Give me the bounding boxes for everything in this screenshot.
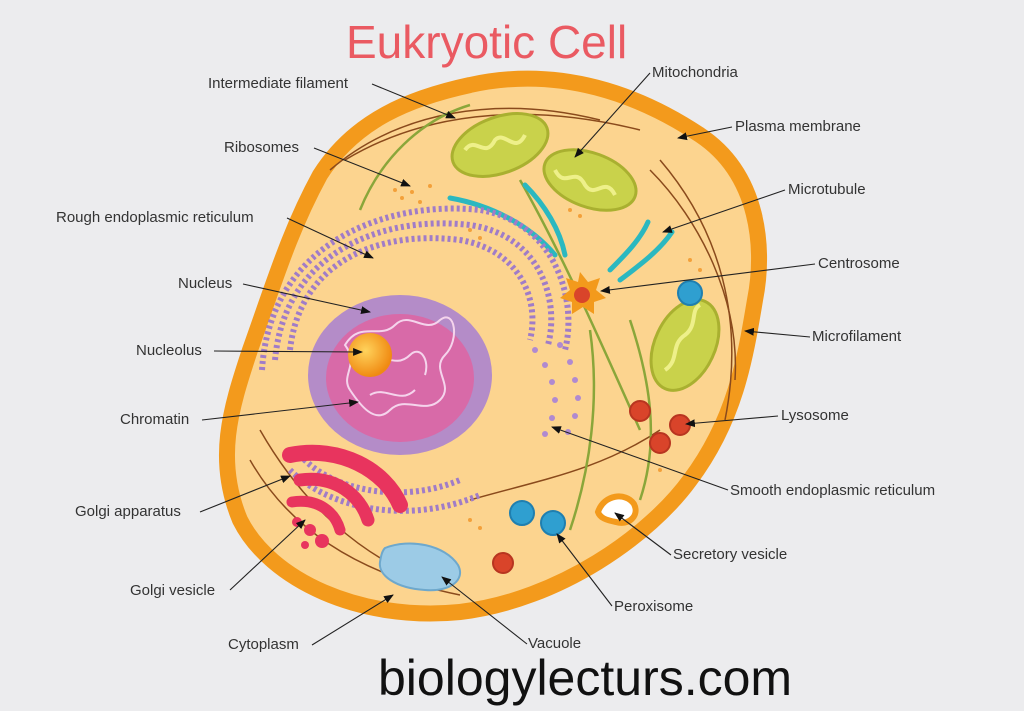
- label-plasma-membrane: Plasma membrane: [735, 118, 861, 135]
- label-vacuole: Vacuole: [528, 635, 582, 652]
- label-microfilament: Microfilament: [812, 328, 902, 345]
- label-cytoplasm: Cytoplasm: [228, 636, 299, 653]
- golgi-apparatus: [282, 444, 408, 536]
- plasma-membrane: [218, 70, 768, 622]
- label-secretory-vesicle: Secretory vesicle: [673, 546, 788, 563]
- label-lysosome: Lysosome: [781, 407, 849, 424]
- label-centrosome: Centrosome: [818, 255, 900, 272]
- secretory-vesicle-shape: [594, 493, 639, 526]
- label-chromatin: Chromatin: [120, 411, 190, 428]
- label-rough-er: Rough endoplasmic reticulum: [56, 209, 254, 226]
- label-ribosomes: Ribosomes: [224, 139, 300, 156]
- diagram-title: Eukryotic Cell: [346, 16, 628, 68]
- label-nucleus: Nucleus: [178, 275, 233, 292]
- nucleolus: [348, 333, 392, 377]
- watermark-text: biologylecturs.com: [378, 650, 793, 706]
- lysosomes: [492, 400, 691, 574]
- label-mitochondria: Mitochondria: [652, 64, 738, 81]
- label-microtubule: Microtubule: [788, 181, 866, 198]
- ribosomes: [393, 184, 702, 530]
- peroxisomes: [509, 280, 703, 536]
- label-smooth-er: Smooth endoplasmic reticulum: [730, 482, 936, 499]
- smooth-er: [532, 342, 581, 437]
- centrosome: [560, 272, 606, 314]
- mitochondria: [450, 112, 721, 392]
- microtubules: [447, 182, 675, 283]
- label-peroxisome: Peroxisome: [614, 598, 694, 615]
- label-golgi-vesicle: Golgi vesicle: [130, 582, 216, 599]
- label-intermediate-filament: Intermediate filament: [208, 75, 349, 92]
- leader-lines: [199, 72, 816, 646]
- label-golgi-apparatus: Golgi apparatus: [75, 503, 181, 520]
- rough-er: [259, 205, 572, 514]
- label-nucleolus: Nucleolus: [136, 342, 202, 359]
- vacuole: [378, 542, 461, 592]
